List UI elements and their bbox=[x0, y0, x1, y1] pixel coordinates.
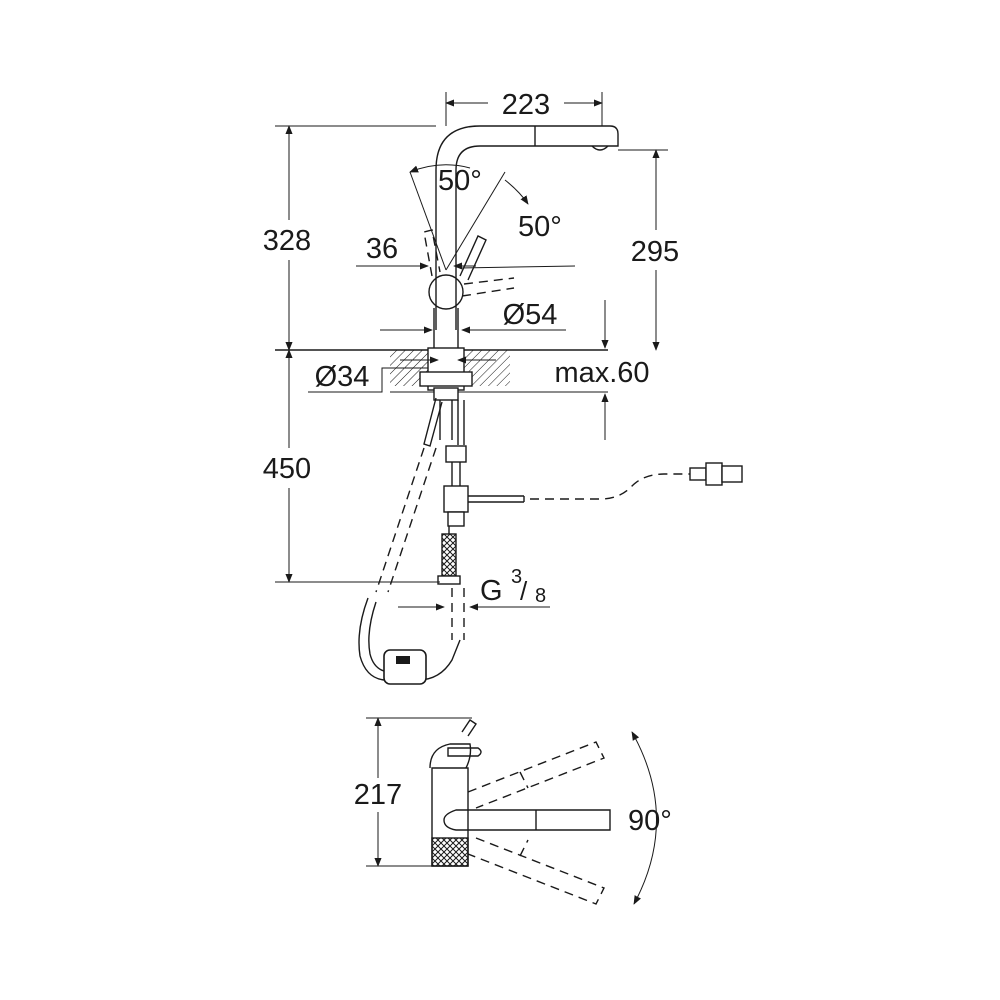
lever-body bbox=[428, 274, 464, 310]
cable-connector bbox=[689, 467, 707, 481]
pullout-hose bbox=[423, 397, 443, 447]
angle-50-right: 50° bbox=[518, 211, 562, 243]
svg-text:3: 3 bbox=[511, 566, 522, 588]
svg-text:G: G bbox=[480, 575, 503, 607]
swivel-base-knurl bbox=[431, 837, 469, 867]
svg-text:8: 8 bbox=[535, 585, 546, 607]
aerator bbox=[591, 145, 609, 151]
supply-hose-braided bbox=[441, 533, 457, 577]
dim-223: 223 bbox=[502, 89, 550, 121]
counterweight bbox=[383, 649, 427, 685]
lever-handle bbox=[459, 235, 487, 281]
dim-217: 217 bbox=[354, 779, 402, 811]
lever-handle-tilted bbox=[423, 229, 441, 277]
thread-label: G 3 / 8 bbox=[480, 566, 546, 607]
valve-body bbox=[443, 485, 469, 513]
angle-50-top: 50° bbox=[438, 165, 482, 197]
hose-connector bbox=[445, 445, 467, 463]
dim-max-60: max.60 bbox=[554, 357, 649, 389]
hose-loop bbox=[358, 597, 461, 681]
dim-diameter-54: Ø54 bbox=[503, 299, 558, 331]
swivel-view: 90° 217 bbox=[354, 717, 672, 905]
swivel-lever bbox=[447, 747, 482, 757]
dim-diameter-34: Ø34 bbox=[315, 361, 370, 393]
side-view: 223 328 295 50° 50° 36 Ø54 Ø34 max.60 bbox=[263, 89, 743, 685]
control-cable bbox=[530, 473, 690, 500]
spout-body bbox=[435, 125, 619, 330]
angle-90: 90° bbox=[628, 805, 672, 837]
dim-295: 295 bbox=[631, 236, 679, 268]
swivel-spout bbox=[443, 809, 611, 831]
dim-450: 450 bbox=[263, 453, 311, 485]
svg-text:/: / bbox=[520, 576, 528, 606]
dim-328: 328 bbox=[263, 225, 311, 257]
dim-36: 36 bbox=[366, 233, 398, 265]
